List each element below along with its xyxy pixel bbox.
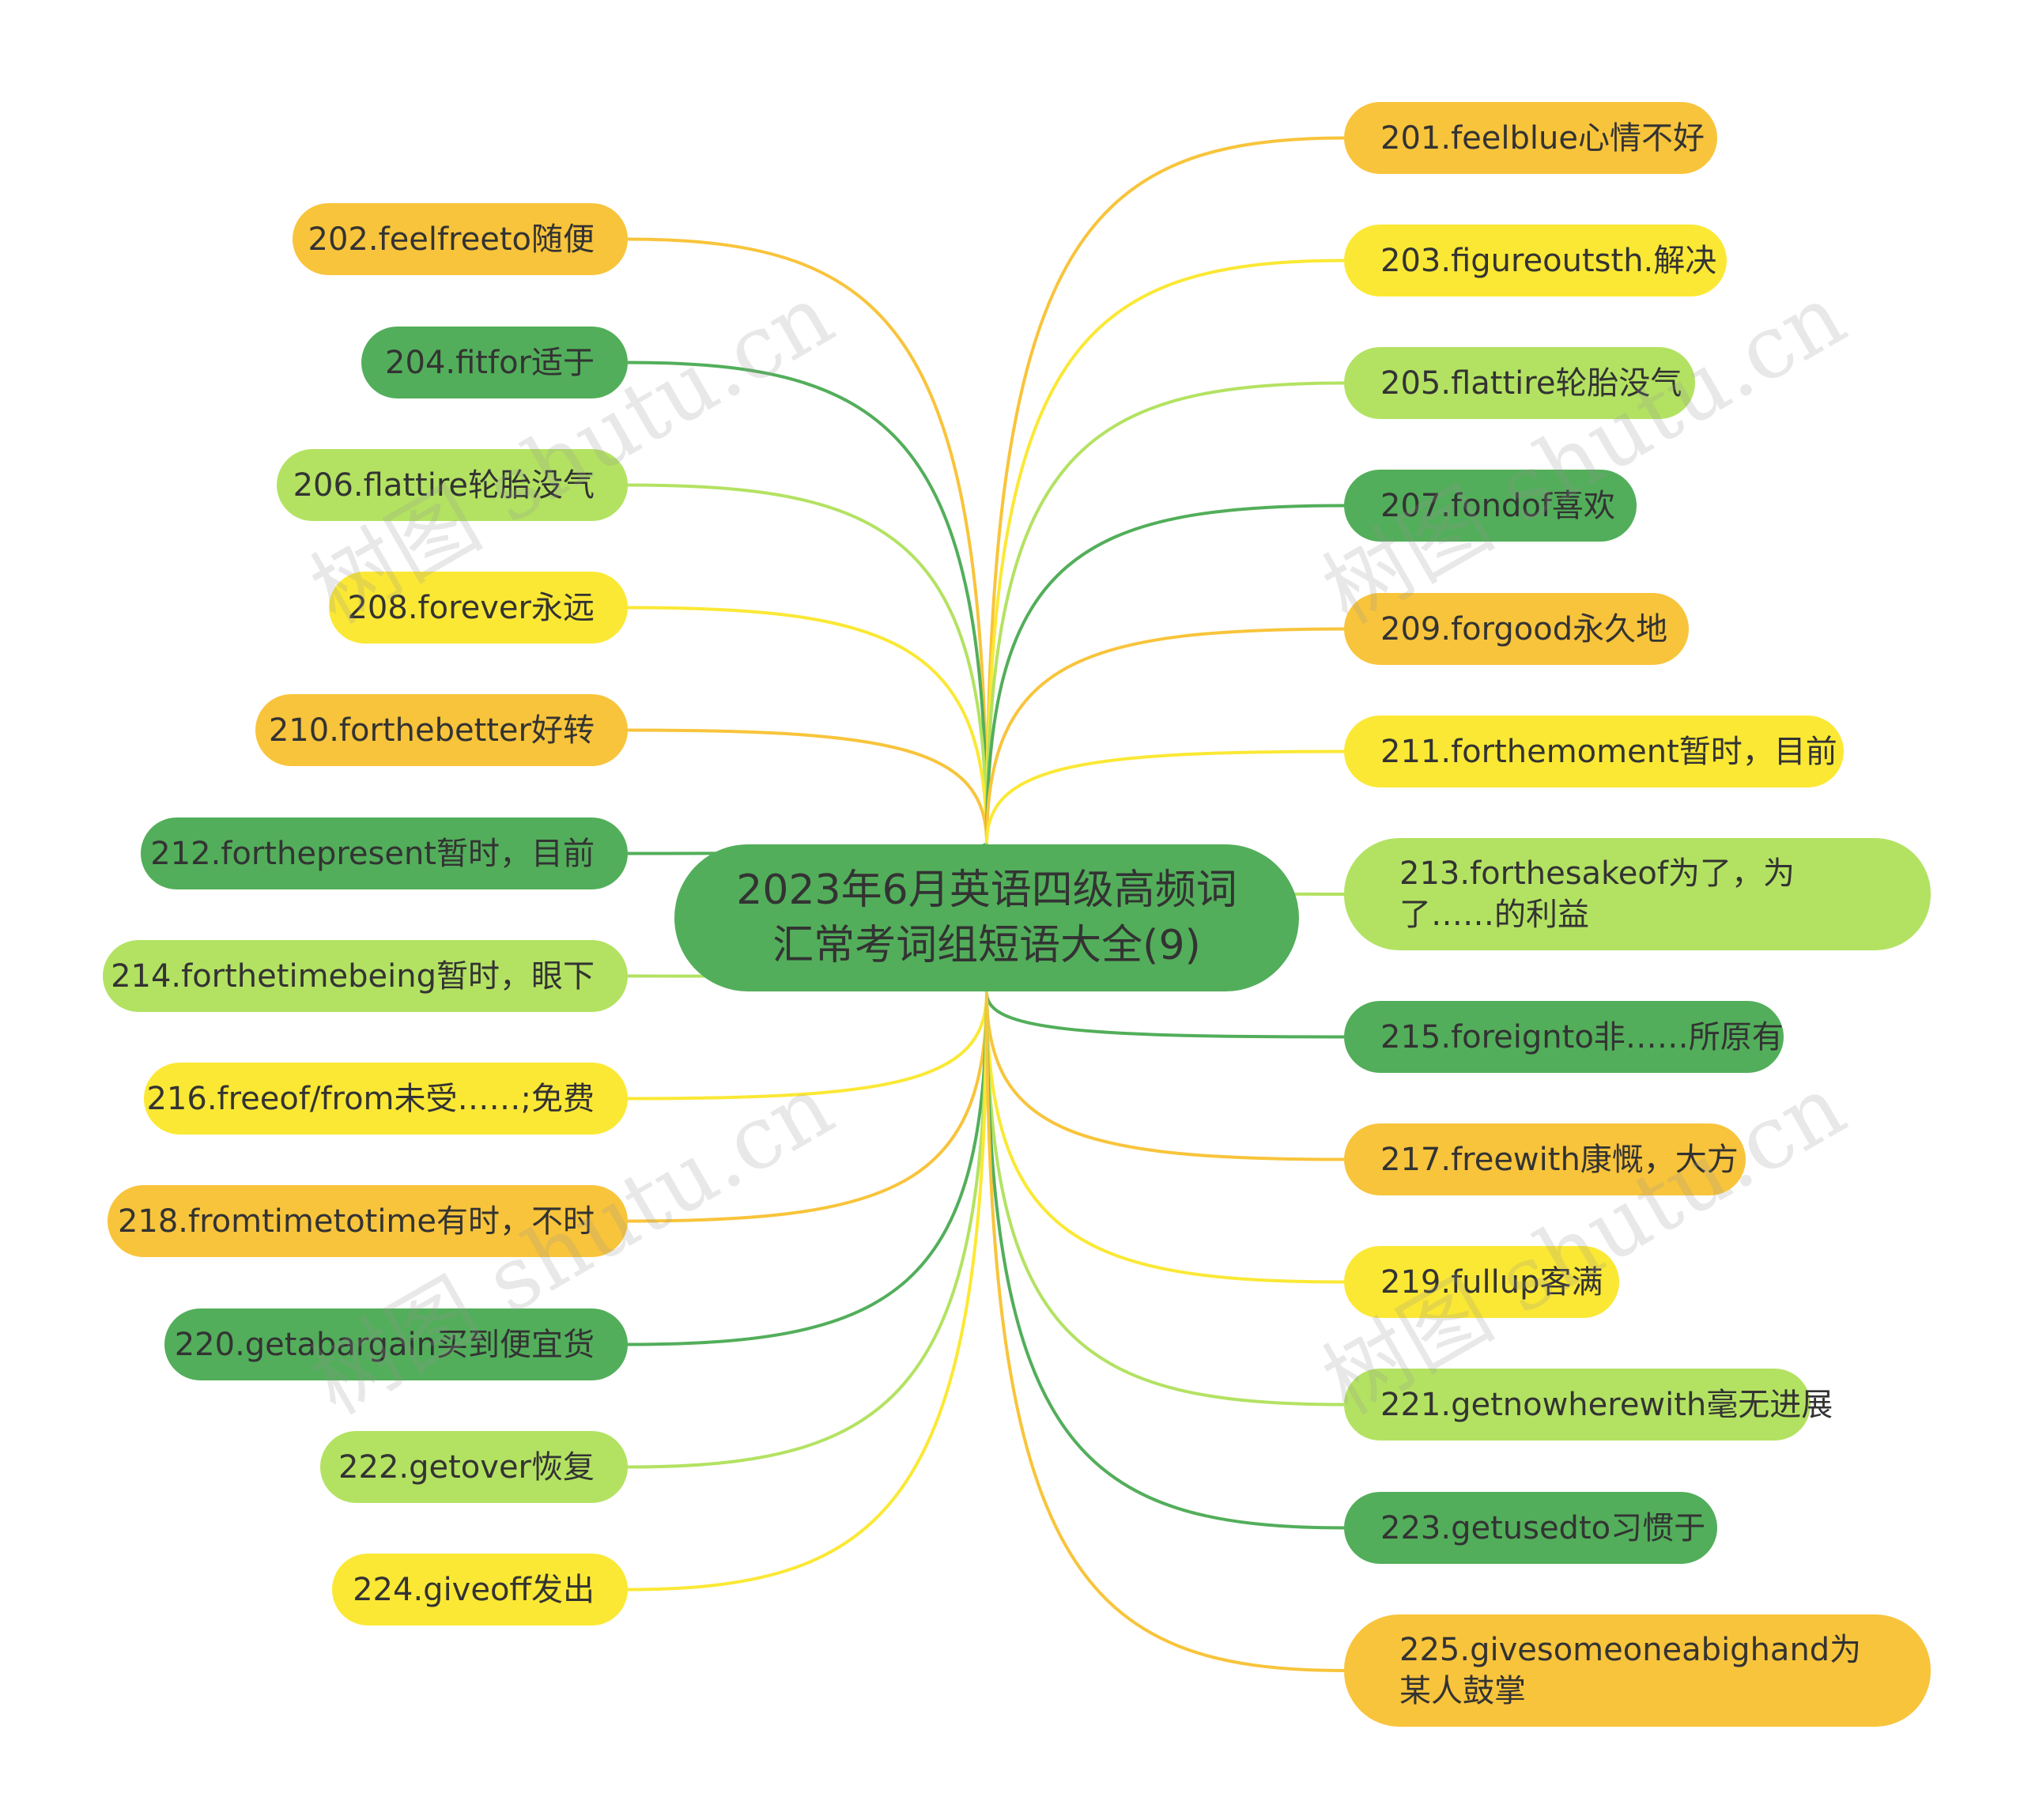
connector-line (627, 237, 988, 844)
branch-node-218[interactable]: 218.fromtimetotime有时，不时 (108, 1185, 628, 1257)
branch-node-209[interactable]: 209.forgood永久地 (1344, 593, 1689, 665)
branch-node-220[interactable]: 220.getabargain买到便宜货 (164, 1308, 628, 1380)
branch-node-203[interactable]: 203.figureoutsth.解决 (1344, 225, 1727, 296)
branch-node-210[interactable]: 210.forthebetter好转 (255, 694, 628, 766)
connector-line (627, 992, 988, 1346)
connector-line (627, 992, 988, 1469)
connector-line (985, 992, 1345, 1039)
connector-line (985, 992, 1345, 1530)
connector-line (985, 992, 1345, 1672)
connector-line (985, 627, 1345, 844)
branch-node-221[interactable]: 221.getnowherewith毫无进展 (1344, 1369, 1833, 1441)
branch-node-207[interactable]: 207.fondof喜欢 (1344, 470, 1637, 542)
connector-line (985, 750, 1345, 844)
branch-node-208[interactable]: 208.forever永远 (329, 572, 628, 644)
connector-line (985, 136, 1345, 844)
connector-line (985, 259, 1345, 844)
branch-node-212[interactable]: 212.forthepresent暂时，目前 (141, 817, 628, 889)
connector-line (985, 992, 1345, 1284)
connector-line (627, 361, 988, 844)
connector-line (627, 606, 988, 844)
branch-node-201[interactable]: 201.feelblue心情不好 (1344, 102, 1717, 174)
branch-node-223[interactable]: 223.getusedto习惯于 (1344, 1492, 1717, 1564)
branch-node-204[interactable]: 204.fitfor适于 (361, 327, 628, 398)
branch-node-213[interactable]: 213.forthesakeof为了，为了……的利益 (1344, 838, 1931, 950)
branch-node-205[interactable]: 205.flattire轮胎没气 (1344, 347, 1695, 419)
connector-line (627, 483, 988, 844)
branch-node-214[interactable]: 214.forthetimebeing暂时，眼下 (103, 940, 628, 1012)
branch-node-217[interactable]: 217.freewith康慨，大方 (1344, 1123, 1746, 1195)
connector-line (985, 381, 1345, 844)
branch-node-216[interactable]: 216.freeof/from未受……;免费 (144, 1063, 628, 1135)
branch-node-206[interactable]: 206.flattire轮胎没气 (277, 449, 628, 521)
connector-line (985, 504, 1345, 844)
connector-line (985, 992, 1345, 1161)
connector-line (627, 992, 988, 1592)
branch-node-202[interactable]: 202.feelfreeto随便 (293, 203, 628, 275)
branch-node-224[interactable]: 224.giveoff发出 (332, 1554, 628, 1626)
root-topic[interactable]: 2023年6月英语四级高频词汇常考词组短语大全(9) (674, 844, 1299, 991)
branch-node-211[interactable]: 211.forthemoment暂时，目前 (1344, 716, 1844, 787)
connector-line (627, 992, 988, 1223)
branch-node-225[interactable]: 225.givesomeoneabighand为某人鼓掌 (1344, 1614, 1931, 1727)
branch-node-215[interactable]: 215.foreignto非……所原有 (1344, 1001, 1784, 1073)
branch-node-219[interactable]: 219.fullup客满 (1344, 1246, 1619, 1318)
connector-line (627, 728, 988, 844)
branch-node-222[interactable]: 222.getover恢复 (320, 1431, 628, 1503)
connector-line (985, 992, 1345, 1407)
connector-line (627, 992, 988, 1101)
